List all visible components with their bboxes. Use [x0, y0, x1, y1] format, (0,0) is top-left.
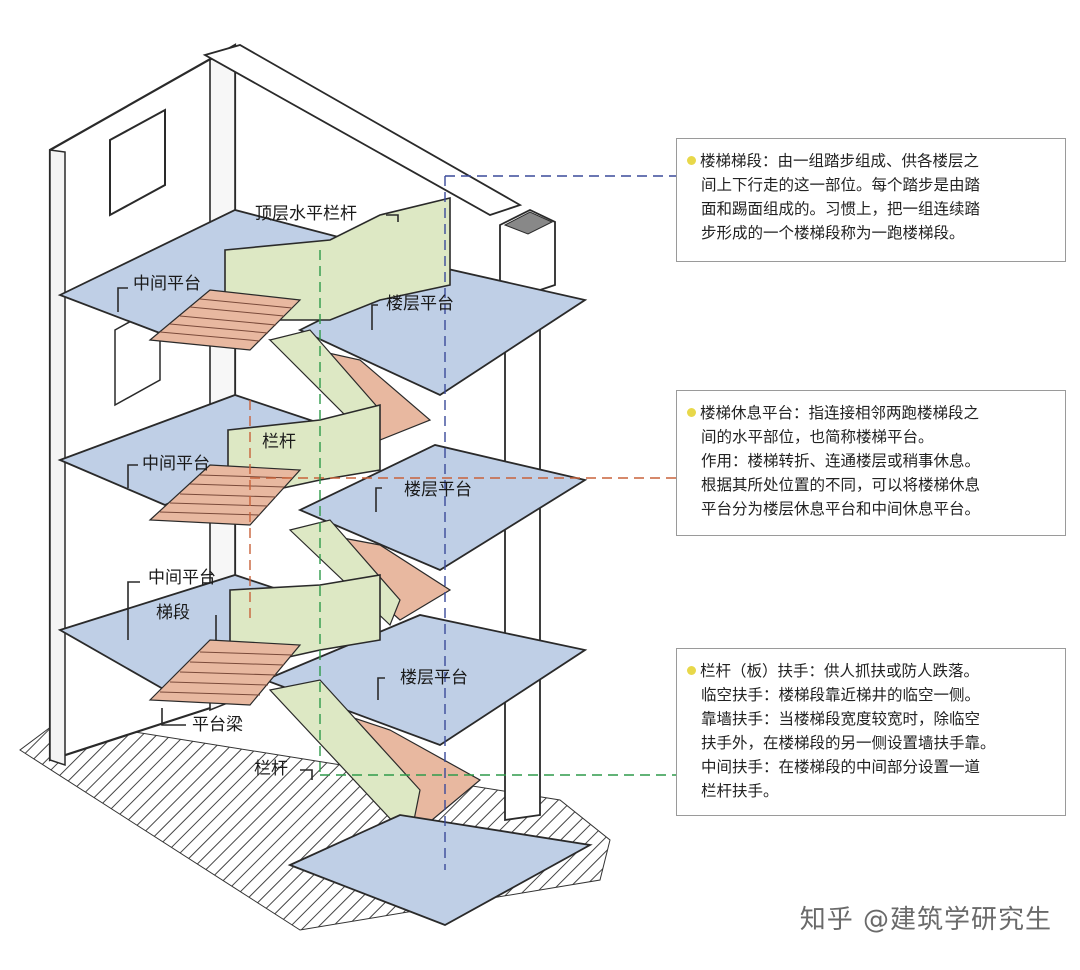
callout-handrail-line-2: 临空扶手：楼梯段靠近梯井的临空一侧。 — [701, 686, 981, 704]
callout-handrail-line-1: 栏杆（板）扶手：供人抓扶或防人跌落。 — [700, 662, 980, 680]
label-mid-platform-1: 中间平台 — [133, 274, 201, 294]
yellow-dot-icon — [687, 666, 696, 675]
label-floor-platform-2: 楼层平台 — [404, 480, 472, 500]
label-rail-2: 栏杆 — [254, 759, 288, 779]
label-rail-1: 栏杆 — [262, 432, 296, 452]
label-flight: 梯段 — [156, 603, 190, 623]
tick-mid-1 — [117, 287, 128, 312]
tick-mid-2 — [127, 464, 138, 488]
stair-low-treads — [159, 651, 293, 696]
callout-landing-line-1: 楼梯休息平台：指连接相邻两跑楼梯段之 — [700, 404, 980, 422]
callout-flight-line-3: 面和踢面组成的。习惯上，把一组连续踏 — [701, 200, 981, 218]
tick-top-rail — [386, 214, 399, 222]
label-top-rail: 顶层水平栏杆 — [255, 204, 357, 224]
callout-stair-landing: 楼梯休息平台：指连接相邻两跑楼梯段之 间的水平部位，也简称楼梯平台。 作用：楼梯… — [676, 390, 1066, 536]
ground-slab — [287, 814, 593, 926]
callout-flight-line-1: 楼梯梯段：由一组踏步组成、供各楼层之 — [700, 152, 980, 170]
left-wall-front — [49, 149, 66, 767]
tick-floor-1 — [371, 304, 378, 330]
label-mid-platform-3: 中间平台 — [148, 568, 216, 588]
stair-top-treads — [159, 298, 293, 342]
callout-handrail-line-3: 靠墙扶手：当楼梯段宽度较宽时，除临空 — [701, 710, 981, 728]
floor-slab-mid-right — [297, 444, 588, 572]
label-platform-beam: 平台梁 — [192, 715, 243, 735]
callout-handrail: 栏杆（板）扶手：供人抓扶或防人跌落。 临空扶手：楼梯段靠近梯井的临空一侧。 靠墙… — [676, 648, 1066, 816]
callout-flight-line-4: 步形成的一个楼梯段称为一跑楼梯段。 — [701, 224, 965, 242]
yellow-dot-icon — [687, 156, 696, 165]
callout-stair-flight: 楼梯梯段：由一组踏步组成、供各楼层之 间上下行走的这一部位。每个踏步是由踏 面和… — [676, 138, 1066, 262]
callout-handrail-line-6: 栏杆扶手。 — [701, 782, 779, 800]
label-mid-platform-2: 中间平台 — [142, 454, 210, 474]
tick-mid-3 — [127, 581, 140, 640]
watermark: 知乎 @建筑学研究生 — [799, 905, 1052, 935]
chimney-top — [503, 211, 554, 235]
tick-beam — [161, 708, 186, 726]
callout-landing-line-5: 平台分为楼层休息平台和中间休息平台。 — [701, 500, 981, 518]
stair-low — [148, 639, 302, 706]
window — [109, 108, 166, 217]
tick-rail-2 — [300, 769, 313, 780]
tick-floor-3 — [377, 677, 385, 700]
rail-flight-3 — [268, 679, 421, 842]
callout-handrail-line-5: 中间扶手：在楼梯段的中间部分设置一道 — [701, 758, 981, 776]
callout-handrail-line-4: 扶手外，在楼梯段的另一侧设置墙扶手靠。 — [701, 734, 996, 752]
label-floor-platform-1: 楼层平台 — [386, 294, 454, 314]
tick-floor-2 — [375, 487, 382, 512]
stair-mid-treads — [159, 474, 293, 516]
top-beam — [202, 44, 523, 216]
callout-landing-line-2: 间的水平部位，也简称楼梯平台。 — [701, 428, 934, 446]
callout-landing-line-4: 根据其所处位置的不同，可以将楼梯休息 — [701, 476, 981, 494]
callout-flight-line-2: 间上下行走的这一部位。每个踏步是由踏 — [701, 176, 981, 194]
label-floor-platform-3: 楼层平台 — [400, 668, 468, 688]
yellow-dot-icon — [687, 408, 696, 417]
callout-landing-line-3: 作用：楼梯转折、连通楼层或稍事休息。 — [701, 452, 981, 470]
